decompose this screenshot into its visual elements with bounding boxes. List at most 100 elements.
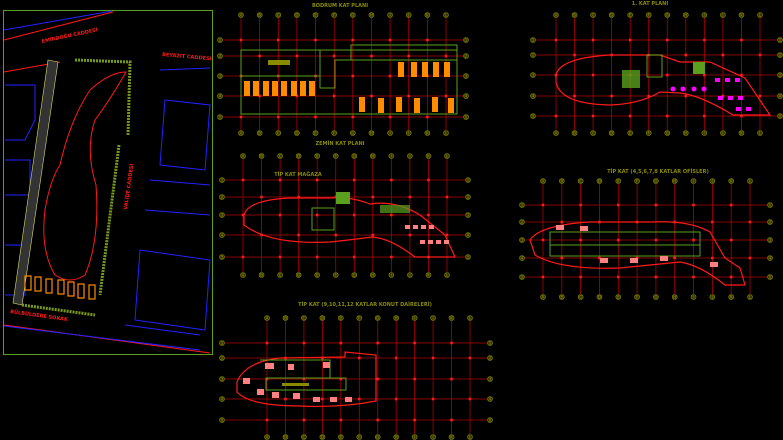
column-marker xyxy=(560,256,564,260)
grid-bubble xyxy=(411,315,418,321)
grid-bubble xyxy=(487,376,493,382)
grid-axis-label: J xyxy=(711,178,713,183)
grid-axis-label: E xyxy=(314,12,317,17)
column-marker xyxy=(740,38,743,42)
grid-axis-label: G xyxy=(666,12,669,17)
grid-bubble xyxy=(295,272,302,278)
column-marker xyxy=(616,275,620,279)
column-marker xyxy=(426,38,429,42)
grid-axis-label: I xyxy=(389,12,390,17)
grid-axis-label: A xyxy=(242,153,245,158)
grid-bubble xyxy=(671,294,678,300)
grid-axis-label: E xyxy=(617,178,620,183)
grid-axis-label: 1 xyxy=(221,177,224,182)
grid-bubble xyxy=(519,237,525,243)
plan-subtitle: TİP KAT MAĞAZA xyxy=(274,171,322,178)
grid-axis-label: H xyxy=(673,294,676,299)
grid-bubble xyxy=(275,12,282,18)
column-marker xyxy=(241,213,245,217)
column-marker xyxy=(673,256,677,260)
grid-axis-label: J xyxy=(408,153,410,158)
grid-bubble xyxy=(443,12,449,18)
column-marker xyxy=(351,74,355,78)
column-marker xyxy=(740,73,743,77)
grid-bubble xyxy=(219,177,225,183)
grid-bubble xyxy=(351,153,358,159)
column-marker xyxy=(591,114,595,118)
grid-bubble xyxy=(664,12,671,18)
column-marker xyxy=(703,114,706,118)
grid-bubble xyxy=(356,315,363,321)
grid-bubble xyxy=(219,212,225,218)
column-marker xyxy=(654,203,658,207)
grid-axis-label: 4 xyxy=(532,93,535,98)
grid-axis-label: F xyxy=(648,12,651,17)
grid-axis-label: 3 xyxy=(465,73,468,78)
grid-axis-label: 2 xyxy=(769,219,772,224)
grid-axis-label: I xyxy=(693,178,694,183)
grid-bubble xyxy=(368,130,375,136)
grid-axis-label: B xyxy=(573,130,576,135)
column-marker xyxy=(408,233,412,237)
grid-axis-label: 1 xyxy=(769,202,772,207)
column-marker xyxy=(321,397,324,401)
column-marker xyxy=(388,38,392,42)
column-marker xyxy=(554,114,558,118)
column-marker xyxy=(265,341,269,345)
column-marker xyxy=(579,275,582,279)
grid-axis-label: C xyxy=(592,130,595,135)
grid-axis-label: 2 xyxy=(221,355,224,360)
column-marker xyxy=(445,233,449,237)
column-marker xyxy=(302,377,306,381)
grid-bubble xyxy=(219,417,225,423)
column-marker xyxy=(376,341,380,345)
column-marker xyxy=(554,38,558,42)
grid-axis-label: K xyxy=(730,294,733,299)
grid-axis-label: D xyxy=(297,272,300,277)
grid-bubble xyxy=(596,178,603,184)
grid-bubble xyxy=(530,113,536,119)
grid-bubble xyxy=(738,12,745,18)
grid-axis-label: J xyxy=(721,12,723,17)
grid-bubble xyxy=(258,272,265,278)
column-marker xyxy=(426,115,429,119)
site-plan-frame xyxy=(3,10,213,355)
grid-axis-label: F xyxy=(335,272,338,277)
shop-fixtures xyxy=(405,225,449,244)
grid-axis-label: A xyxy=(555,12,558,17)
grid-bubble xyxy=(487,355,493,361)
grid-bubble xyxy=(331,12,337,18)
street-label: BÜLBÜLDERE SOKAK xyxy=(10,308,70,323)
column-marker xyxy=(357,356,361,360)
grid-axis-label: 4 xyxy=(219,93,222,98)
column-marker xyxy=(684,53,688,57)
residential-floor-plan xyxy=(236,351,377,408)
grid-bubble xyxy=(430,315,436,321)
floor-outline xyxy=(236,351,377,408)
grid-bubble xyxy=(393,315,399,321)
grid-bubble xyxy=(487,340,493,346)
grid-bubble xyxy=(370,272,376,278)
column-marker xyxy=(265,377,269,381)
grid-bubble xyxy=(240,272,246,278)
grid-bubble xyxy=(407,272,413,278)
grid-bubble xyxy=(217,93,223,99)
grid-bubble xyxy=(465,194,471,200)
column-marker xyxy=(654,238,658,242)
grid-axis-label: L xyxy=(749,294,752,299)
grid-bubble xyxy=(388,272,395,278)
grid-axis-label: J xyxy=(711,294,713,299)
grid-bubble xyxy=(577,294,584,300)
grid-bubble xyxy=(277,272,283,278)
grid-bubble xyxy=(596,294,603,300)
grid-axis-label: H xyxy=(684,12,687,17)
office-floor-plan xyxy=(529,221,746,286)
basement-plan xyxy=(240,44,458,115)
grid-bubble xyxy=(219,254,225,260)
column-marker xyxy=(579,238,582,242)
grid-bubble xyxy=(350,130,356,136)
grid-bubble xyxy=(519,202,525,208)
grid-axis-label: I xyxy=(704,12,705,17)
column-marker xyxy=(598,256,601,260)
